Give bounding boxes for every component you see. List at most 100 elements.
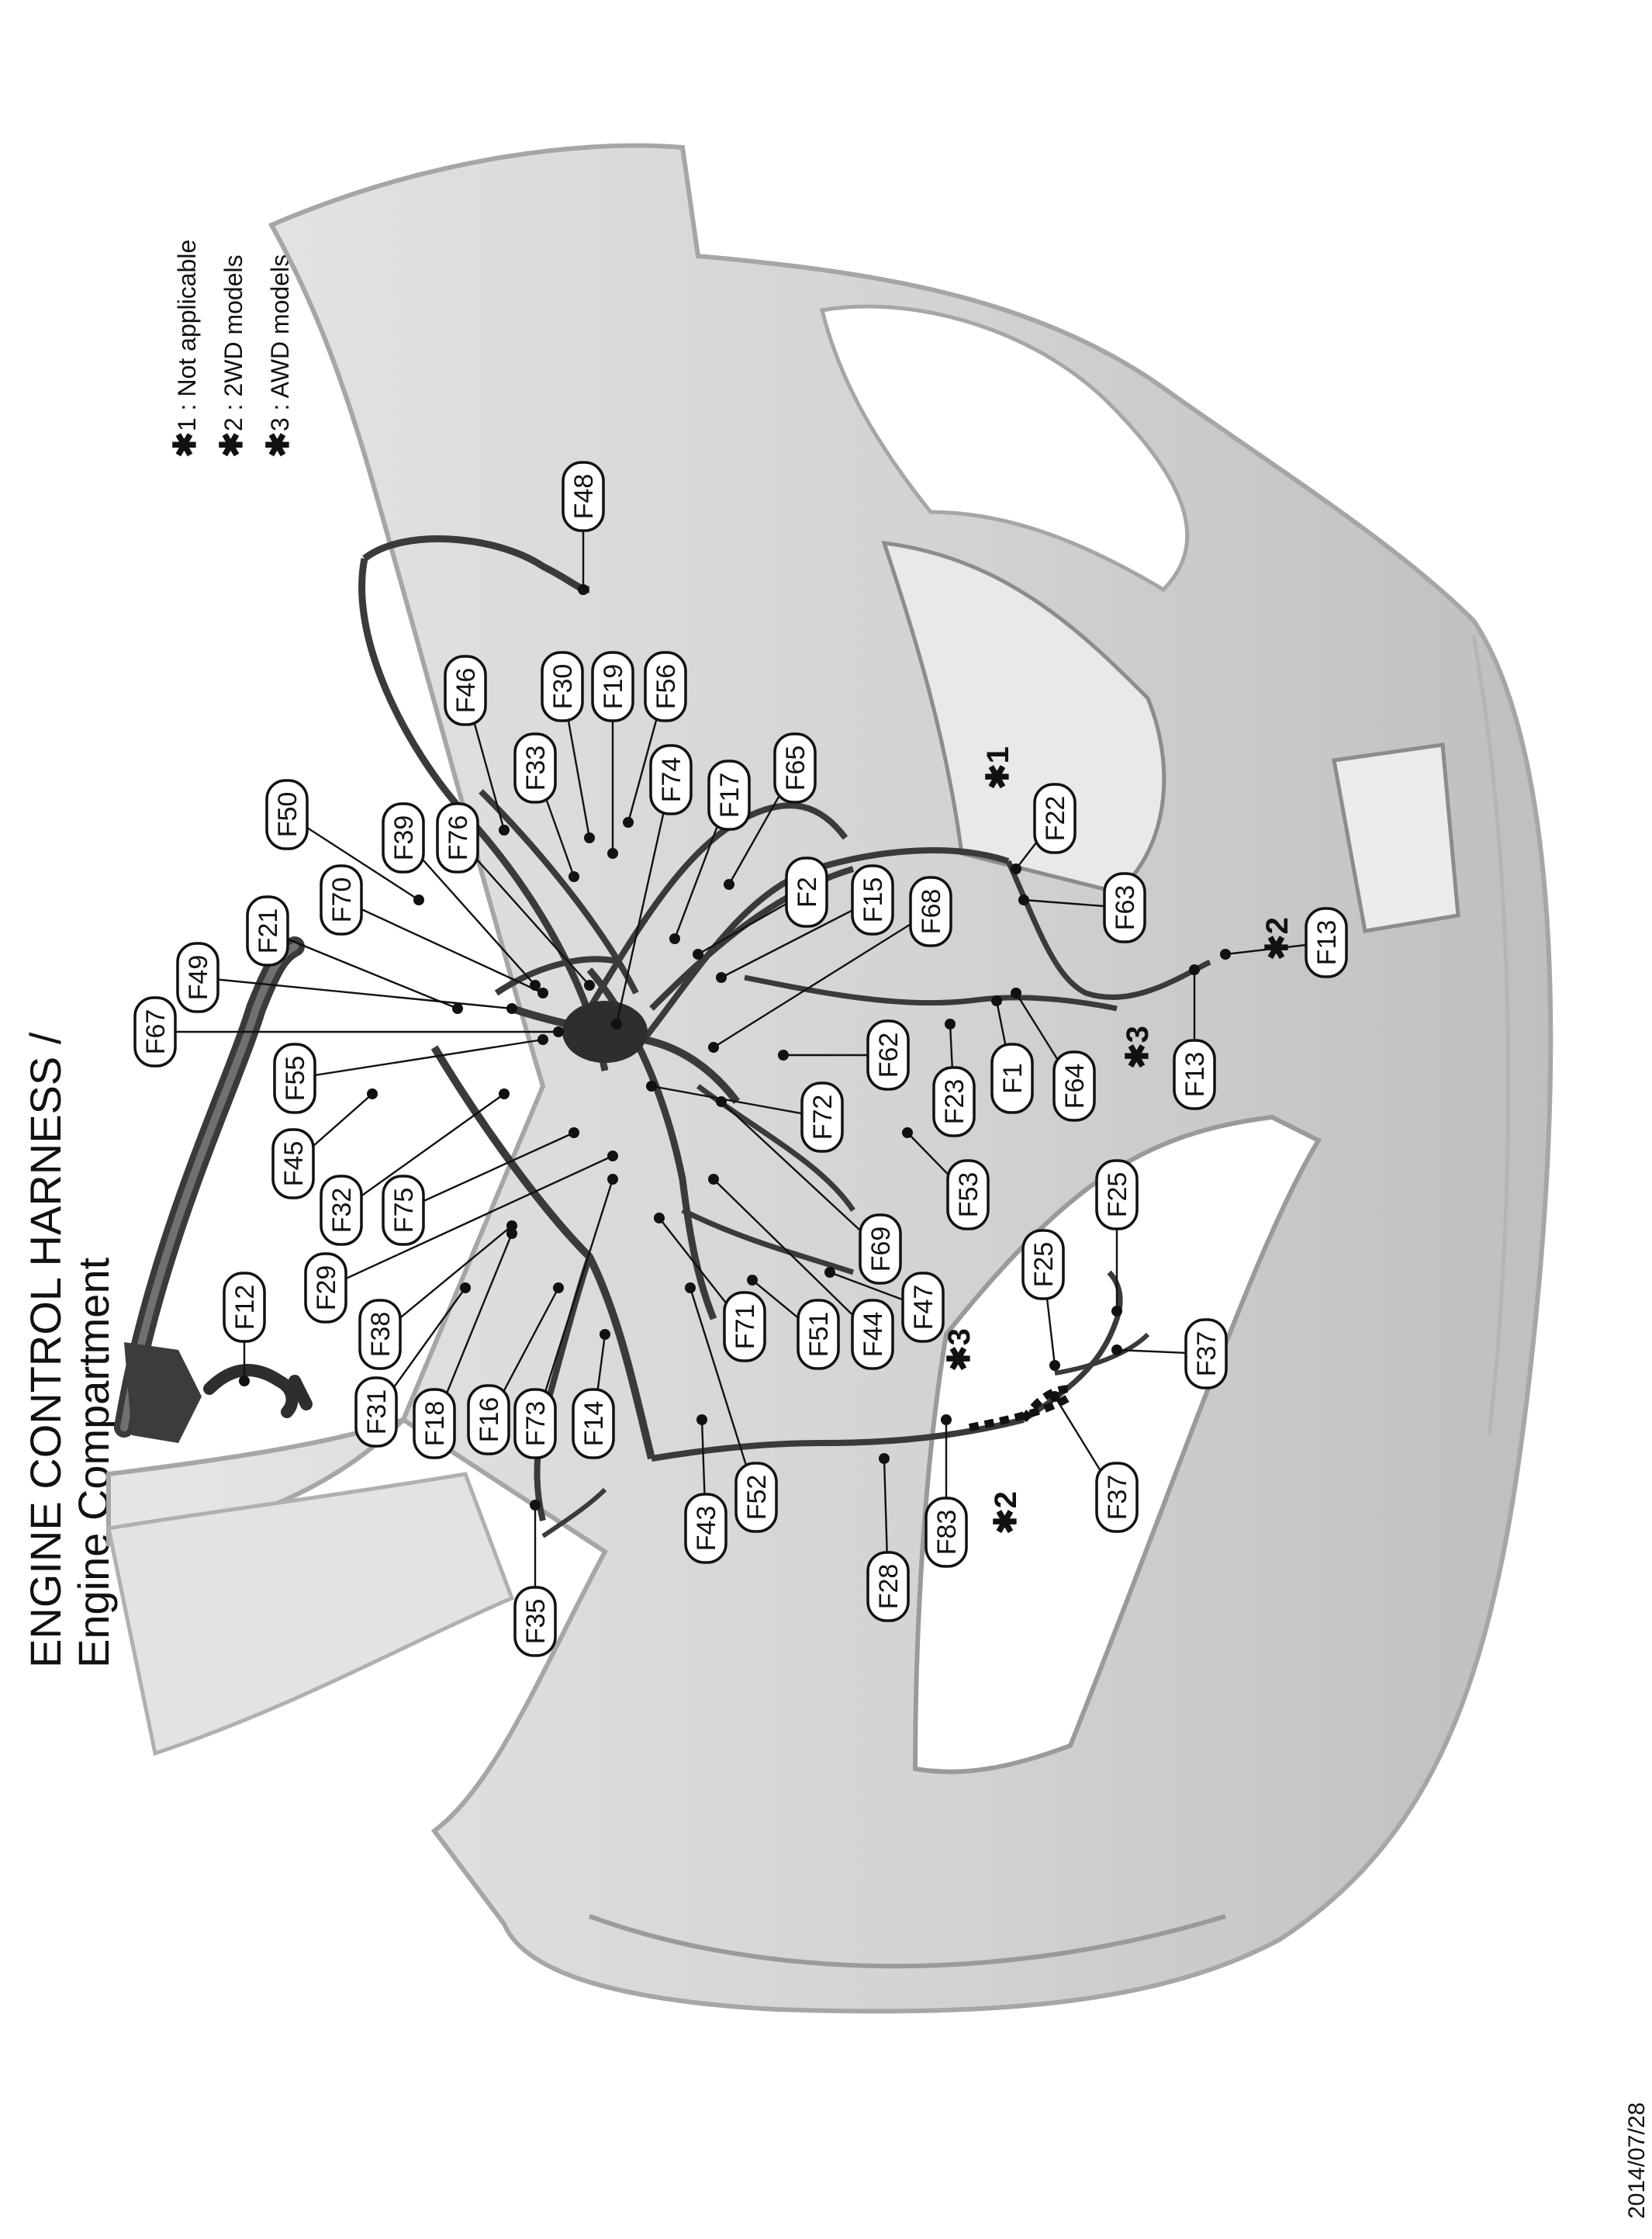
connector-label-text: F30 [548, 664, 578, 710]
connector-f25-46: F25 [1021, 1229, 1065, 1371]
connector-label-text: F62 [874, 1033, 904, 1078]
connector-label: F45 [271, 1128, 315, 1199]
connector-f68-16: F68 [708, 876, 952, 1053]
connector-label-text: F47 [909, 1285, 938, 1331]
connector-point [902, 1127, 913, 1138]
connector-f75-24: F75 [382, 1127, 579, 1246]
connector-f65-8: F65 [724, 732, 817, 890]
footnote-star-mark: ✱3 [1121, 1026, 1155, 1069]
connector-point [945, 1019, 956, 1030]
connector-f31-37: F31 [354, 1282, 471, 1448]
connector-label-text: F45 [279, 1141, 309, 1187]
leader-line [721, 898, 873, 979]
connector-label-box [1095, 1462, 1139, 1533]
connector-point [693, 949, 703, 960]
connector-label-box [358, 1299, 402, 1370]
leader-line [689, 1287, 758, 1498]
connector-f56-3: F56 [623, 651, 687, 828]
leader-line [651, 1085, 823, 1119]
connector-point [607, 848, 618, 859]
connector-f29-35: F29 [304, 1151, 618, 1324]
connector-label-text: F25 [1103, 1172, 1132, 1218]
connector-label: F51 [797, 1299, 840, 1370]
connector-f14-41: F14 [572, 1329, 615, 1459]
connector-f72-31: F72 [646, 1081, 844, 1153]
connector-label: F37 [1184, 1318, 1228, 1389]
connector-label-text: F23 [940, 1079, 969, 1125]
connector-label-box [382, 1175, 425, 1246]
leader-line [721, 1101, 881, 1250]
connector-label-text: F51 [804, 1312, 834, 1358]
legend-text-3: 3 : AWD models [266, 254, 294, 431]
connector-label-box [1173, 1039, 1216, 1110]
legend-text-2: 2 : 2WD models [219, 254, 247, 431]
connector-f46-4: F46 [444, 655, 510, 836]
connector-f17-7: F17 [669, 760, 751, 944]
connector-label-box [924, 1497, 968, 1568]
connector-label-box [909, 876, 952, 947]
connector-point [600, 1329, 610, 1340]
connector-label-box [304, 1252, 347, 1324]
connector-f25-47: F25 [1095, 1159, 1139, 1317]
connector-f22-17: F22 [1011, 783, 1077, 874]
connector-f32-23: F32 [320, 1088, 510, 1246]
connector-label: F38 [358, 1299, 402, 1370]
connector-label: F63 [1103, 872, 1146, 943]
connector-label: F13 [1305, 907, 1348, 978]
connector-label-box [562, 461, 605, 532]
connector-point [506, 1003, 517, 1014]
connector-f38-36: F38 [358, 1220, 517, 1370]
connector-label-text: F33 [521, 746, 551, 791]
connector-label: F64 [1052, 1050, 1096, 1122]
connector-label-text: F14 [579, 1401, 609, 1447]
connector-label: F65 [773, 732, 817, 804]
connector-label-box [271, 1128, 315, 1199]
connector-point [708, 1042, 719, 1053]
connector-label: F13 [1173, 1039, 1216, 1110]
leader-line [267, 929, 458, 1010]
connector-f51-43: F51 [747, 1275, 840, 1370]
connector-label-box [320, 864, 363, 936]
connector-label: F25 [1021, 1229, 1065, 1300]
connector-label-box [436, 802, 479, 874]
connector-label-text: F25 [1029, 1242, 1059, 1288]
connector-point [716, 972, 727, 983]
connector-label-text: F50 [273, 792, 302, 838]
connector-label-text: F44 [859, 1312, 888, 1358]
connector-point [578, 584, 589, 595]
leader-line [403, 1131, 575, 1212]
connector-label: F50 [265, 779, 309, 850]
connector-label-box [1021, 1229, 1065, 1300]
connector-point [537, 988, 548, 998]
connector-label-box [1052, 1050, 1096, 1122]
connector-label-box [320, 1175, 363, 1246]
legend-item-3: ✱ 3 : AWD models [261, 254, 295, 458]
connector-label-text: F75 [389, 1188, 419, 1234]
connector-label-box [133, 996, 177, 1068]
connector-f69-33: F69 [716, 1096, 902, 1285]
connector-label-text: F21 [254, 908, 283, 954]
connector-label-text: F22 [1041, 796, 1070, 842]
connector-f33-5: F33 [513, 732, 579, 882]
connector-label-text: F56 [651, 664, 681, 710]
diagram-title: ENGINE CONTROL HARNESS / Engine Compartm… [21, 1032, 118, 1668]
connector-f28-52: F28 [866, 1453, 910, 1622]
connector-label-box [413, 1388, 456, 1459]
leader-line [379, 1225, 513, 1335]
connector-label-text: F49 [184, 955, 213, 1001]
connector-label-box [1033, 783, 1077, 854]
connector-f52-51: F52 [685, 1282, 778, 1533]
connector-f13-30: F13 [1220, 907, 1348, 978]
connector-point [460, 1282, 471, 1293]
legend: ✱ 1 : Not applicable ✱ 2 : 2WD models ✱ … [168, 240, 295, 458]
connector-f23-26: F23 [932, 1019, 976, 1137]
connector-point [724, 879, 734, 890]
connector-label: F23 [932, 1066, 976, 1137]
connector-f19-2: F19 [591, 651, 634, 859]
legend-item-2: ✱ 2 : 2WD models [215, 254, 249, 458]
connector-label: F74 [649, 744, 693, 815]
connector-point [747, 1275, 758, 1286]
connector-point [611, 1019, 622, 1030]
connector-point [623, 817, 634, 828]
